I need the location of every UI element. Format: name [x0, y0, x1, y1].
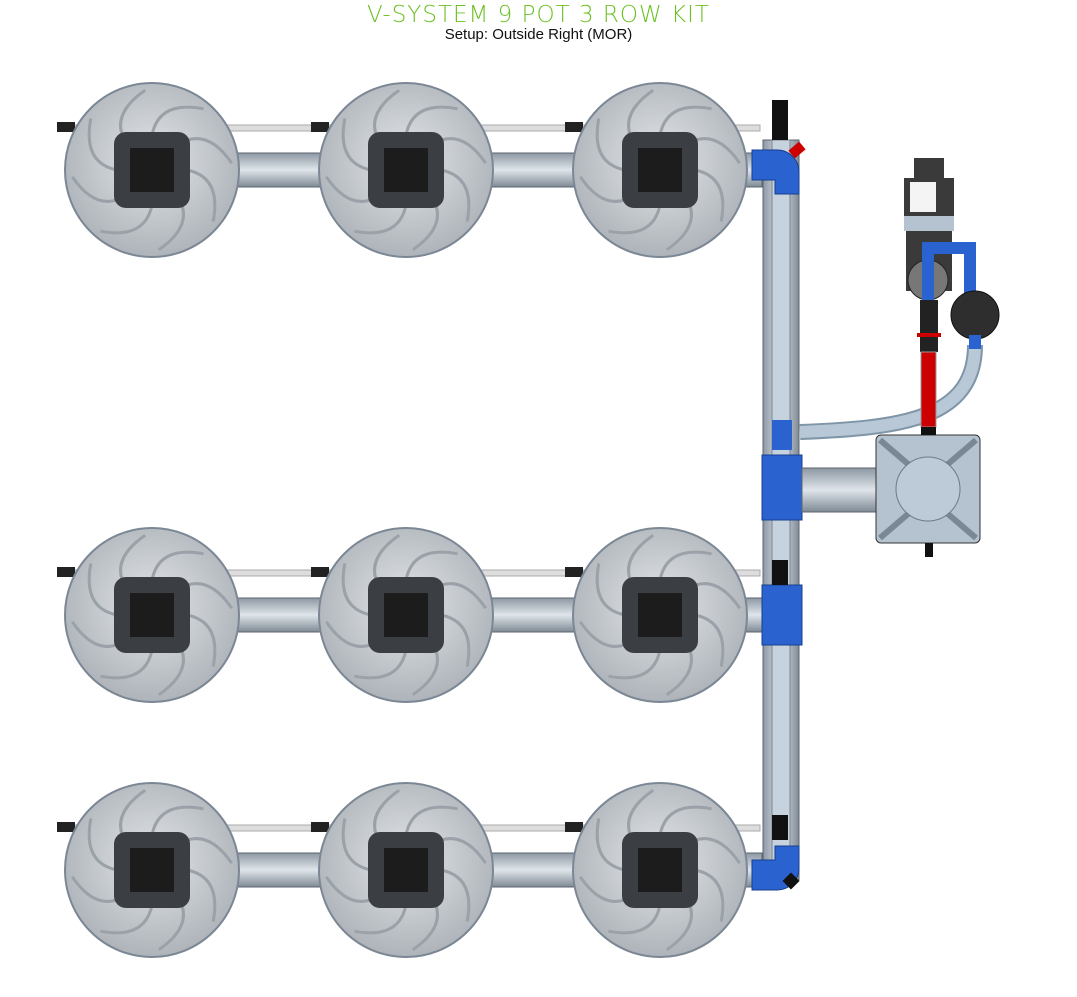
pump-assembly: [904, 158, 1000, 435]
setup-subtitle: Setup: Outside Right (MOR): [444, 26, 633, 43]
net-pot: [130, 848, 174, 892]
reservoir-tank: [875, 434, 981, 557]
tee-fitting-row2: [761, 584, 803, 646]
grow-pot: [565, 82, 748, 258]
drain-fitting-top: [772, 100, 788, 140]
tee-fitting-middle: [761, 454, 803, 521]
valve-red: [917, 333, 941, 337]
net-pot: [638, 593, 682, 637]
pot-layer: [57, 82, 748, 958]
valve-red: [788, 141, 806, 159]
net-pot: [130, 593, 174, 637]
vertical-manifold: [751, 100, 806, 891]
net-pot: [384, 593, 428, 637]
grow-pot: [311, 82, 494, 258]
net-pot: [130, 148, 174, 192]
grow-pot: [565, 782, 748, 958]
grow-pot: [311, 782, 494, 958]
grow-pot: [57, 82, 240, 258]
pump-label: [910, 182, 936, 212]
grow-pot: [57, 527, 240, 703]
diagram-title: V-SYSTEM 9 POT 3 ROW KIT: [367, 2, 710, 28]
net-pot: [384, 148, 428, 192]
red-pipe: [920, 351, 937, 428]
filter-housing: [950, 290, 1000, 340]
net-pot: [638, 148, 682, 192]
top-elbow: [751, 149, 800, 195]
grow-pot: [565, 527, 748, 703]
grow-pot: [311, 527, 494, 703]
tank-feed-pipe: [801, 467, 878, 513]
net-pot: [638, 848, 682, 892]
net-pot: [384, 848, 428, 892]
grow-pot: [57, 782, 240, 958]
tee-fitting-return: [772, 420, 792, 450]
